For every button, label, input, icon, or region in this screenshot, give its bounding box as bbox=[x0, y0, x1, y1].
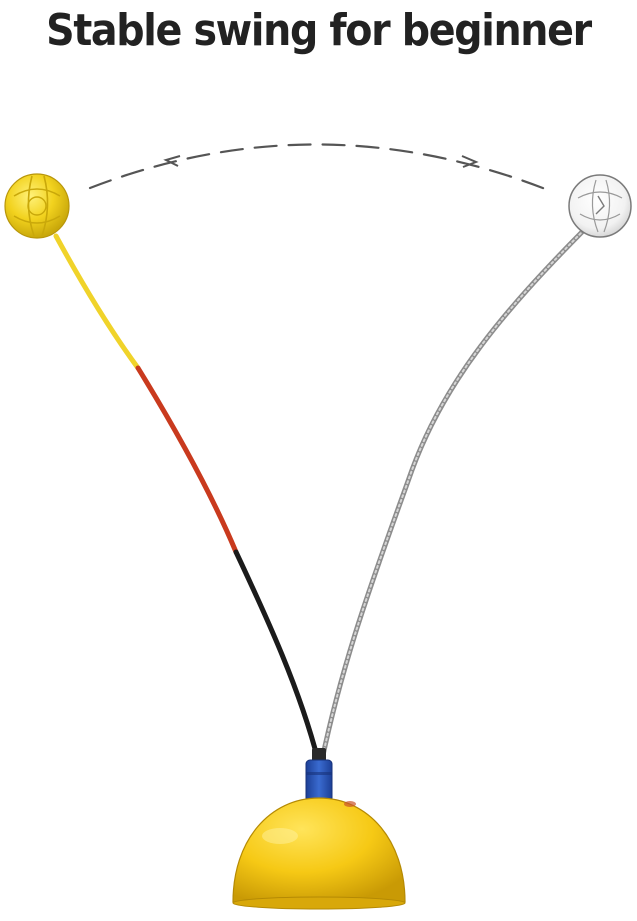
headline: Stable swing for beginner bbox=[46, 4, 592, 56]
flexible-rod bbox=[53, 233, 321, 763]
swing-arc-arrow bbox=[88, 143, 550, 192]
blue-connector bbox=[305, 748, 333, 803]
yellow-ball bbox=[4, 173, 70, 239]
spring-rod bbox=[319, 229, 585, 763]
dome-base bbox=[232, 797, 406, 910]
ghost-ball bbox=[568, 174, 632, 238]
